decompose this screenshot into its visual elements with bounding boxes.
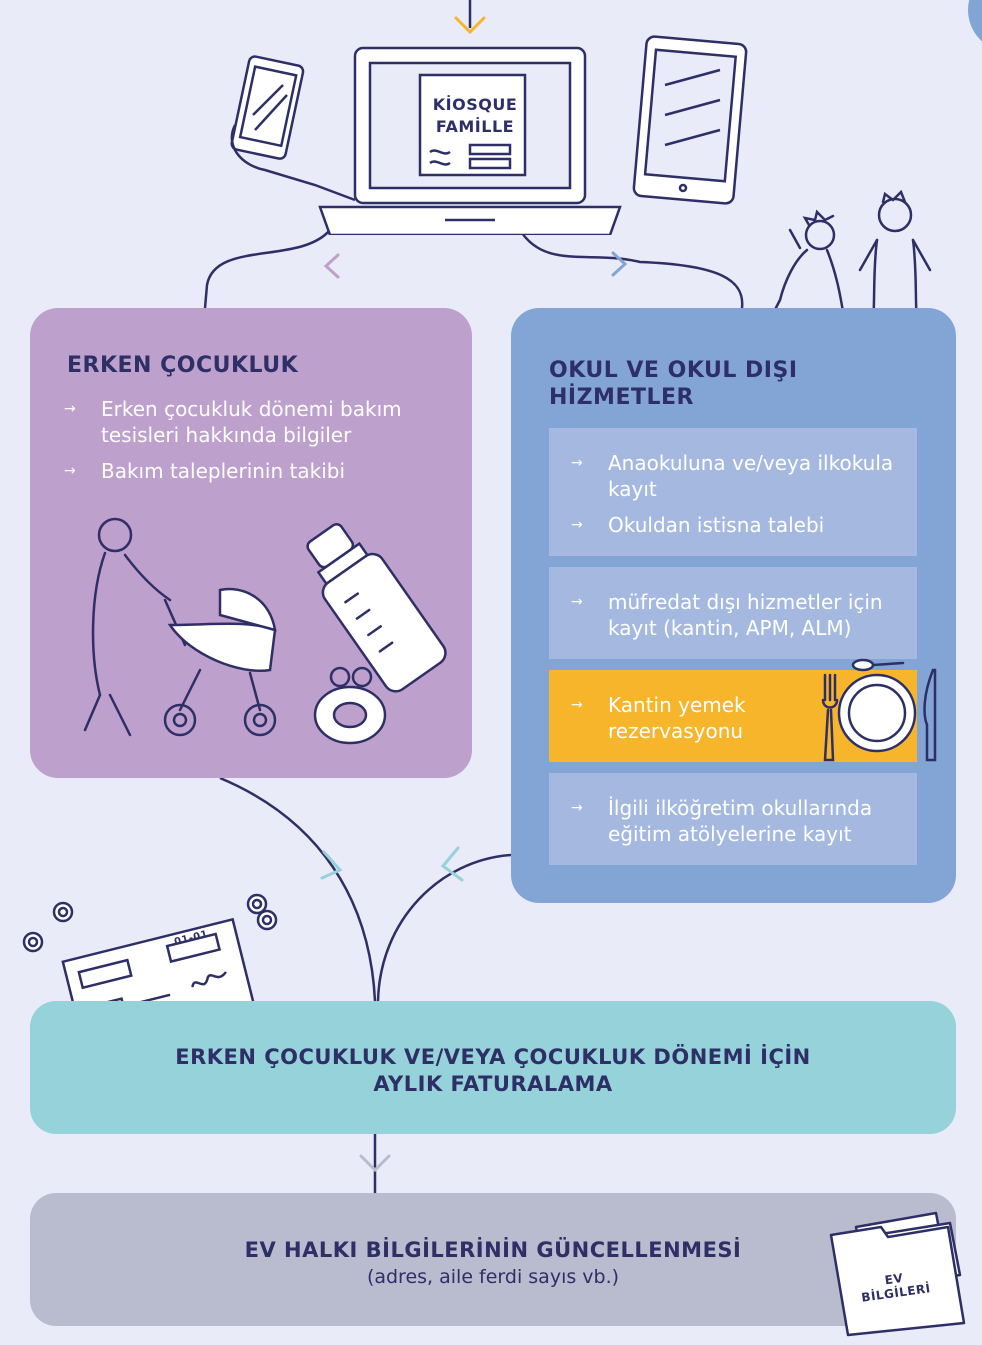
laptop-icon bbox=[318, 46, 622, 235]
household-update-bar bbox=[30, 1193, 956, 1326]
monthly-billing-bar bbox=[30, 1001, 956, 1134]
workshops-box: →İlgili ilköğretim okullarında eğitim at… bbox=[549, 773, 917, 865]
early-childhood-card bbox=[30, 308, 472, 778]
household-update-subtitle: (adres, aile ferdi sayıs vb.) bbox=[366, 1266, 620, 1288]
plate-cutlery-icon bbox=[821, 658, 937, 762]
extracurricular-box: →müfredat dışı hizmetler için kayıt (kan… bbox=[549, 567, 917, 659]
list-item: →Kantin yemek rezervasyonu bbox=[571, 693, 746, 743]
monthly-billing-title: ERKEN ÇOCUKLUK VE/VEYA ÇOCUKLUK DÖNEMİ İ… bbox=[175, 1045, 811, 1096]
early-childhood-title: ERKEN ÇOCUKLUK bbox=[67, 353, 299, 378]
list-item: →müfredat dışı hizmetler için kayıt (kan… bbox=[571, 590, 883, 640]
kiosque-label-line1: KİOSQUE bbox=[432, 95, 518, 114]
school-services-title: OKUL VE OKUL DIŞI HİZMETLER bbox=[549, 358, 798, 410]
devices-illustration bbox=[230, 35, 748, 235]
household-update-title: EV HALKI BİLGİLERİNİN GÜNCELLENMESİ bbox=[244, 1238, 742, 1262]
arrow-right-icon: → bbox=[571, 800, 583, 816]
arrow-right-icon: → bbox=[64, 463, 76, 479]
list-item: →Bakım taleplerinin takibi bbox=[64, 459, 346, 483]
folder-icon bbox=[829, 1211, 966, 1337]
arrow-right-icon: → bbox=[571, 697, 583, 713]
list-item: →Okuldan istisna talebi bbox=[571, 513, 825, 537]
list-item: →Erken çocukluk dönemi bakım tesisleri h… bbox=[64, 397, 402, 447]
arrow-right-icon: → bbox=[571, 594, 583, 610]
school-enrollment-box: →Anaokuluna ve/veya ilkokula kayıt →Okul… bbox=[549, 428, 917, 556]
phone-icon bbox=[230, 55, 356, 202]
tablet-icon bbox=[632, 35, 748, 205]
list-item: →İlgili ilköğretim okullarında eğitim at… bbox=[571, 796, 873, 846]
list-item: →Anaokuluna ve/veya ilkokula kayıt bbox=[571, 451, 894, 501]
early-childhood-list: →Erken çocukluk dönemi bakım tesisleri h… bbox=[64, 396, 434, 494]
arrow-right-icon: → bbox=[571, 455, 583, 471]
arrow-right-icon: → bbox=[571, 517, 583, 533]
arrow-right-icon: → bbox=[64, 401, 76, 417]
kiosque-label-line2: FAMİLLE bbox=[435, 117, 515, 136]
stroller-bottle-illustration bbox=[83, 517, 447, 745]
